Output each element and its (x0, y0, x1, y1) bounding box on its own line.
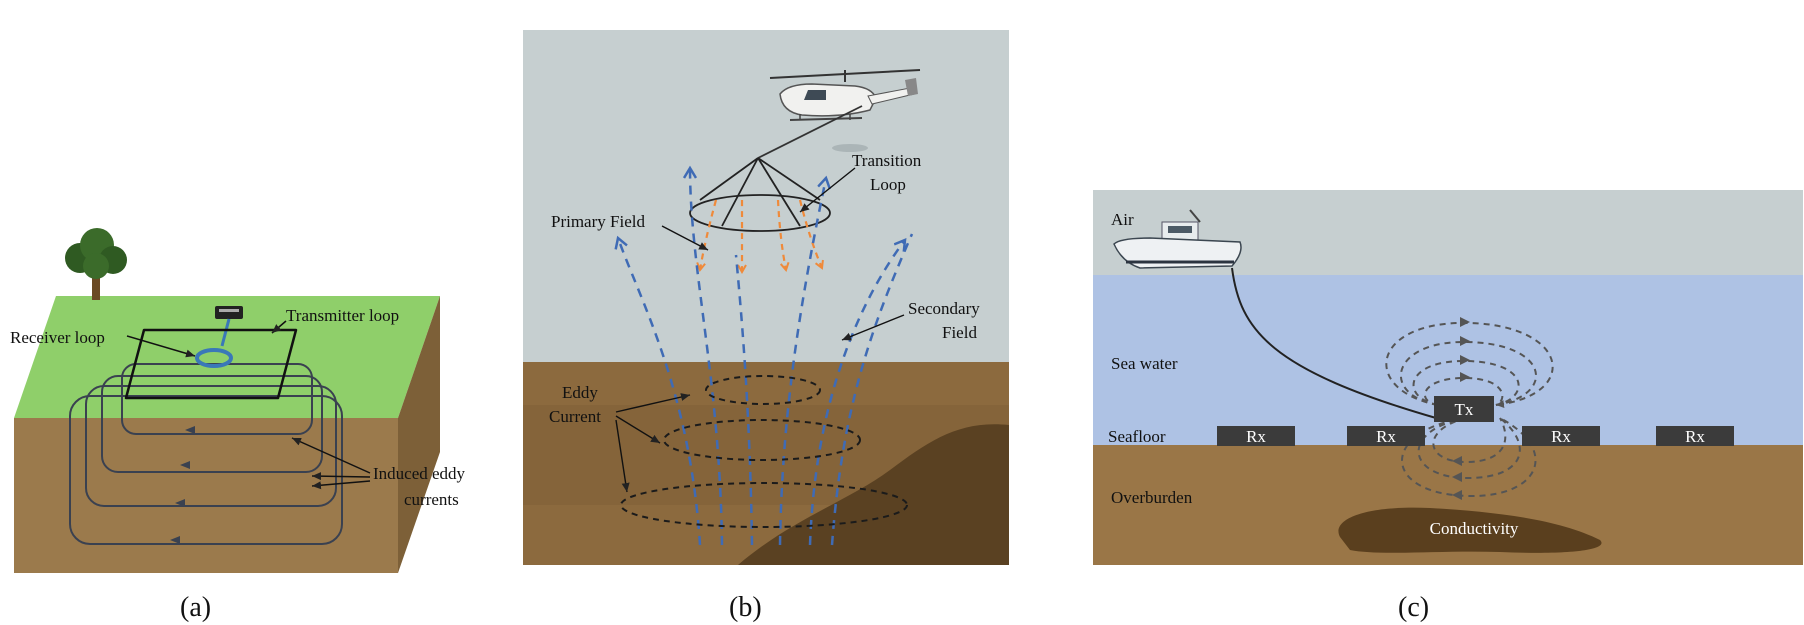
receiver-loop (195, 348, 233, 368)
helicopter-icon (769, 69, 921, 152)
transition-loop (689, 194, 831, 232)
caption-c: (c) (1398, 592, 1429, 623)
tx-box: Tx (1434, 396, 1494, 422)
label-induced-currents: currents (404, 490, 459, 509)
label-seafloor: Seafloor (1108, 427, 1166, 446)
label-current: Current (549, 407, 601, 426)
transmitter-loop (124, 328, 298, 400)
label-field: Field (942, 323, 977, 342)
soil-side-face (398, 296, 440, 573)
current-direction-arrows (170, 426, 195, 544)
boat-icon (1113, 209, 1242, 269)
label-rx-2: Rx (1376, 427, 1396, 446)
field-arrowheads (1452, 317, 1470, 500)
label-secondary: Secondary (908, 299, 980, 318)
tow-cable (1231, 267, 1437, 419)
transmitter-loop-frame (689, 157, 831, 232)
tree-icon (65, 228, 127, 300)
sky-background (523, 30, 1009, 362)
label-conductivity: Conductivity (1430, 519, 1519, 538)
primary-field-lines (700, 199, 822, 272)
rx-boxes: Rx Rx Rx Rx (1217, 426, 1734, 446)
label-overburden: Overburden (1111, 488, 1193, 507)
panel-b: Transition Loop Primary Field Secondary … (523, 30, 1009, 623)
label-tx: Tx (1455, 400, 1474, 419)
caption-a: (a) (180, 592, 211, 623)
label-rx-4: Rx (1685, 427, 1705, 446)
soil-front-face (14, 418, 398, 573)
rock-body (738, 424, 1009, 565)
receiver-device-icon (215, 306, 243, 347)
label-induced-eddy: Induced eddy (373, 464, 466, 483)
label-transmitter-loop: Transmitter loop (286, 306, 399, 325)
label-air: Air (1111, 210, 1134, 229)
ground-surface (14, 296, 440, 418)
secondary-field-lines (618, 168, 914, 546)
label-rx-1: Rx (1246, 427, 1266, 446)
panel-a: Receiver loop Transmitter loop Induced e… (10, 228, 466, 623)
label-transition: Transition (852, 151, 922, 170)
label-eddy: Eddy (562, 383, 598, 402)
conductivity-body (1338, 507, 1602, 553)
label-loop: Loop (870, 175, 906, 194)
label-primary-field: Primary Field (551, 212, 645, 231)
panel-c: Tx Rx Rx Rx Rx Air Sea water Seafloor Ov… (1093, 190, 1803, 623)
label-sea-water: Sea water (1111, 354, 1178, 373)
label-receiver-loop: Receiver loop (10, 328, 105, 347)
eddy-current-ellipses (620, 375, 908, 528)
eddy-current-loops (69, 363, 343, 545)
label-rx-3: Rx (1551, 427, 1571, 446)
caption-b: (b) (729, 592, 762, 623)
